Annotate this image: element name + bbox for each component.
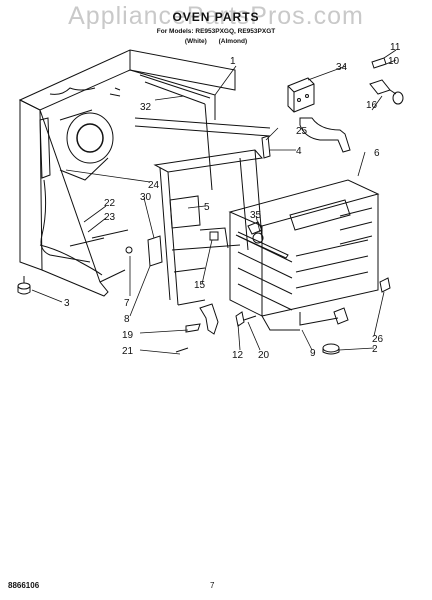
page-title: OVEN PARTS (172, 10, 260, 24)
callout-15: 15 (194, 280, 206, 291)
callout-8: 8 (124, 314, 130, 325)
document-number: 8866106 (8, 581, 40, 590)
page-number: 7 (210, 581, 215, 590)
color-list: (White) (Almond) (184, 38, 248, 45)
model-list: For Models: RE953PXGQ, RE953PXGT (156, 28, 276, 35)
callout-3: 3 (64, 298, 70, 309)
callout-20: 20 (258, 350, 270, 361)
callout-30: 30 (140, 192, 152, 203)
callout-labels: 1 2 3 4 5 6 7 8 9 10 11 12 15 16 19 20 2… (64, 42, 401, 361)
callout-19: 19 (122, 330, 134, 341)
callout-11: 11 (390, 42, 401, 53)
callout-21: 21 (122, 346, 134, 357)
leader-lines (31, 49, 397, 355)
callout-7: 7 (124, 298, 130, 309)
callout-10: 10 (388, 56, 400, 67)
watermark: AppliancePartsPros.com (68, 2, 364, 30)
callout-6: 6 (374, 148, 380, 159)
leveling-leg (17, 276, 31, 295)
callout-16: 16 (366, 100, 378, 111)
callout-9: 9 (310, 348, 316, 359)
callout-4: 4 (296, 146, 302, 157)
callout-5: 5 (204, 202, 210, 213)
element-bake (235, 221, 289, 259)
terminal-block (287, 77, 315, 113)
hinge-parts (69, 229, 257, 353)
callout-23: 23 (104, 212, 116, 223)
vent-tube (299, 117, 351, 153)
callout-32: 32 (140, 102, 152, 113)
callout-35: 35 (250, 210, 262, 221)
oven-front-frame (153, 149, 263, 306)
wiring-harness (39, 87, 103, 276)
bracket-25 (261, 135, 271, 159)
callout-1: 1 (230, 56, 236, 67)
callout-24: 24 (148, 180, 160, 191)
part-26 (333, 277, 391, 325)
callout-26: 26 (372, 334, 384, 345)
callout-22: 22 (104, 198, 116, 209)
callout-2: 2 (372, 344, 378, 355)
foot-2 (322, 343, 340, 355)
callout-25: 25 (296, 126, 308, 137)
callout-34: 34 (336, 62, 348, 73)
oven-cabinet (18, 49, 271, 297)
callout-12: 12 (232, 350, 244, 361)
oven-cavity (228, 179, 380, 331)
